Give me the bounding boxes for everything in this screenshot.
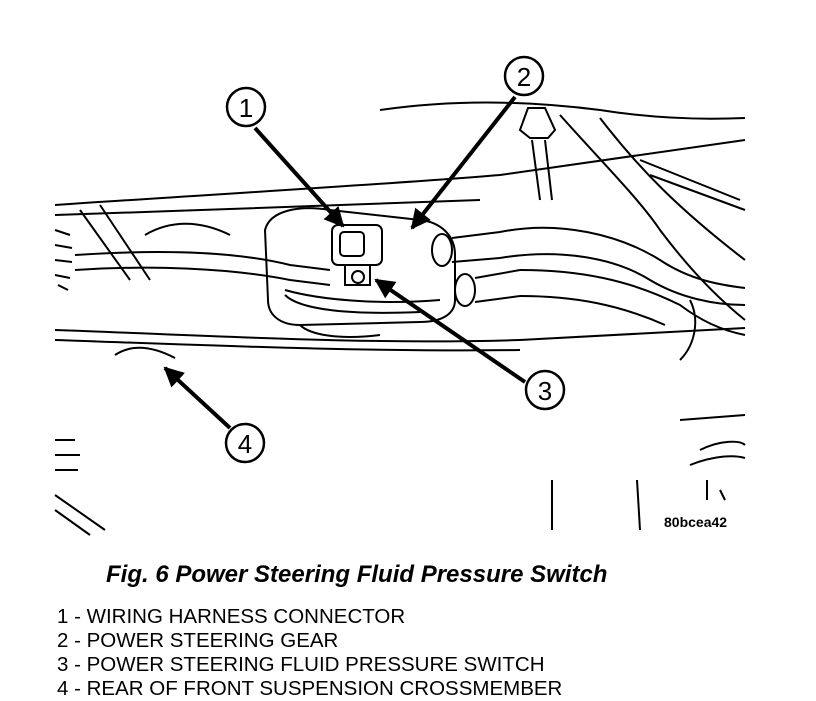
svg-text:4: 4	[238, 429, 252, 459]
image-code: 80bcea42	[664, 514, 727, 530]
figure-caption: Fig. 6 Power Steering Fluid Pressure Swi…	[106, 561, 608, 588]
callout-3: 3	[524, 369, 566, 411]
arrow-2	[410, 95, 517, 230]
legend-item: 4 - REAR OF FRONT SUSPENSION CROSSMEMBER	[57, 677, 563, 700]
svg-text:1: 1	[239, 93, 253, 123]
callout-4: 4	[224, 422, 266, 464]
legend-item: 2 - POWER STEERING GEAR	[57, 629, 339, 652]
figure-illustration: 1 2 3 4 80bcea42	[54, 55, 746, 536]
svg-text:3: 3	[538, 376, 552, 406]
figure-legend: 1 - WIRING HARNESS CONNECTOR 2 - POWER S…	[57, 605, 562, 701]
leader-arrows	[163, 95, 527, 430]
svg-text:2: 2	[517, 62, 531, 92]
legend-item: 1 - WIRING HARNESS CONNECTOR	[57, 605, 406, 628]
callout-1: 1	[225, 86, 267, 128]
arrow-1	[253, 126, 345, 228]
legend-item: 3 - POWER STEERING FLUID PRESSURE SWITCH	[57, 653, 545, 676]
arrow-4	[163, 366, 232, 430]
line-art	[54, 101, 746, 536]
callout-2: 2	[503, 55, 545, 97]
arrow-3	[374, 278, 527, 384]
